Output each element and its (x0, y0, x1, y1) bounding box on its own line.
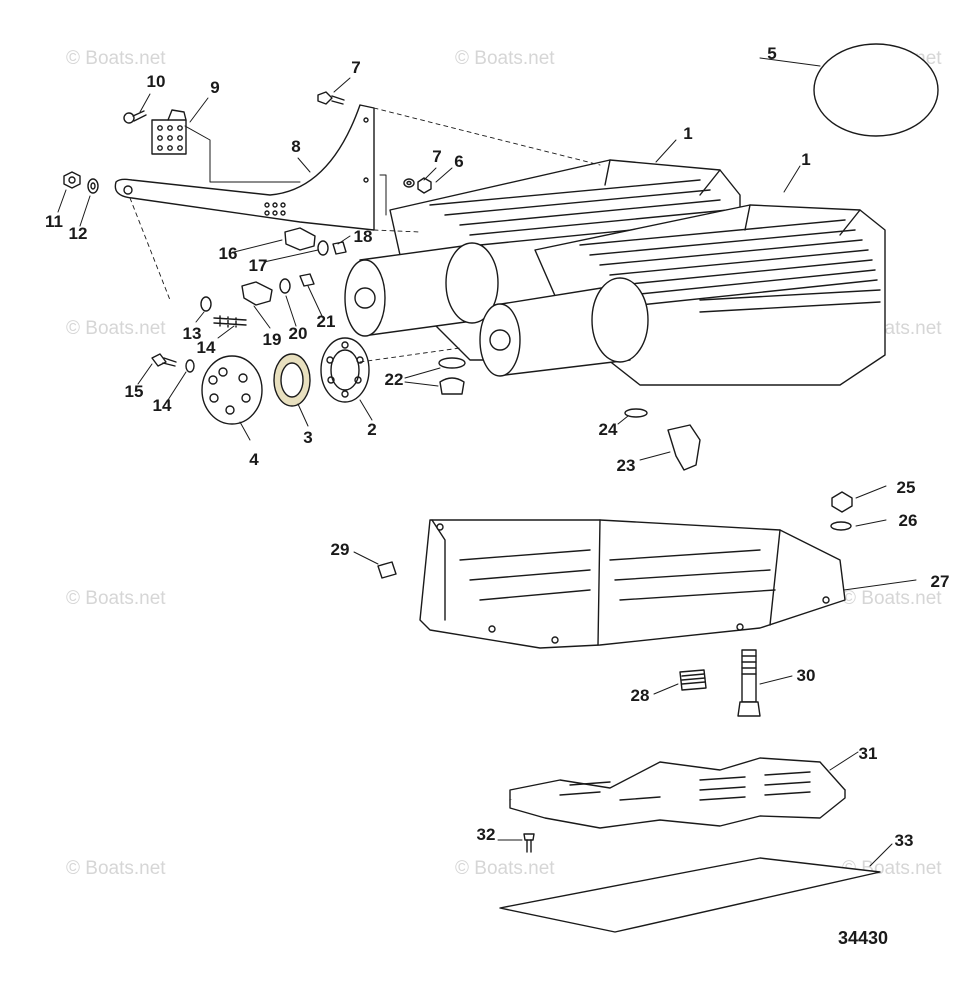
callout-9: 8 (291, 137, 301, 156)
plug-part (377, 561, 397, 579)
callout-17: 17 (248, 256, 268, 275)
callout-27: 27 (930, 572, 950, 591)
intake-manifold-part (419, 519, 846, 649)
watermark: © Boats.net (66, 588, 166, 609)
o-ring-part (279, 278, 291, 294)
callout-13: 12 (68, 224, 88, 243)
snout-part (479, 277, 649, 377)
snout-part (344, 242, 499, 337)
callout-5: 5 (767, 44, 777, 63)
diagram-number: 34430 (838, 928, 889, 948)
callout-10: 9 (210, 78, 220, 97)
watermark: © Boats.net (455, 48, 555, 69)
washer-part (87, 178, 99, 194)
callout-18: 18 (353, 227, 373, 246)
callout-7: 7 (432, 147, 442, 166)
callout-11: 10 (146, 72, 166, 91)
bracket-plate-part (151, 109, 187, 155)
callout-16: 16 (218, 244, 238, 263)
fitting-part (299, 273, 315, 287)
screw-part (523, 833, 535, 853)
callout-12: 11 (45, 212, 63, 231)
callout-2: 2 (367, 420, 377, 439)
plug-part (679, 669, 707, 691)
bolt-part (737, 649, 761, 717)
o-ring-part (624, 408, 648, 418)
washer-part (403, 178, 415, 188)
watermark: © Boats.net (842, 588, 942, 609)
callout-23: 23 (616, 456, 636, 475)
bearing-part (320, 337, 370, 403)
screw-part (317, 91, 345, 105)
screw-part (151, 353, 177, 367)
fitting-part (241, 281, 273, 306)
callout-33: 33 (894, 831, 914, 850)
callout-19: 19 (262, 330, 282, 349)
cover-part (813, 43, 939, 137)
gasket-part (499, 857, 881, 933)
callout-26: 26 (898, 511, 918, 530)
callout-15a: 14 (196, 338, 216, 357)
stud-part (213, 315, 247, 328)
fitting-part (332, 241, 347, 255)
screw-part (123, 110, 147, 124)
callout-20: 20 (288, 324, 308, 343)
callout-3: 3 (303, 428, 313, 447)
fitting-part (284, 227, 316, 251)
callout-29: 29 (330, 540, 350, 559)
leader-lines (57, 57, 917, 867)
coupler-part (201, 355, 263, 425)
callout-6: 6 (454, 152, 464, 171)
washer-part (200, 296, 212, 312)
callout-15b: 15 (124, 382, 144, 401)
callout-21: 21 (316, 312, 336, 331)
callout-28: 28 (630, 686, 650, 705)
fitting-part (667, 424, 701, 471)
nut-part (831, 491, 853, 513)
plate-part (509, 757, 846, 829)
callout-30: 30 (796, 666, 816, 685)
watermark: © Boats.net (66, 48, 166, 69)
callout-1a: 1 (683, 124, 693, 143)
nut-part (63, 171, 81, 189)
watermark: © Boats.net (66, 858, 166, 879)
callout-25: 25 (896, 478, 916, 497)
callout-8: 7 (351, 58, 361, 77)
callout-31: 31 (858, 744, 878, 763)
callout-1b: 1 (801, 150, 811, 169)
callout-14a: 13 (182, 324, 202, 343)
plug-part (439, 377, 465, 395)
callout-4: 4 (249, 450, 259, 469)
nut-part (417, 177, 432, 194)
watermark: © Boats.net (66, 318, 166, 339)
washer-part (830, 521, 852, 531)
callout-14b: 14 (152, 396, 172, 415)
callout-24: 24 (598, 420, 618, 439)
callout-32: 32 (476, 825, 496, 844)
watermark: © Boats.net (455, 858, 555, 879)
o-ring-part (317, 240, 329, 256)
callout-22: 22 (384, 370, 404, 389)
bracket-part (114, 104, 375, 231)
seal-part (273, 353, 311, 407)
washer-part (185, 359, 195, 373)
o-ring-part (438, 357, 466, 369)
